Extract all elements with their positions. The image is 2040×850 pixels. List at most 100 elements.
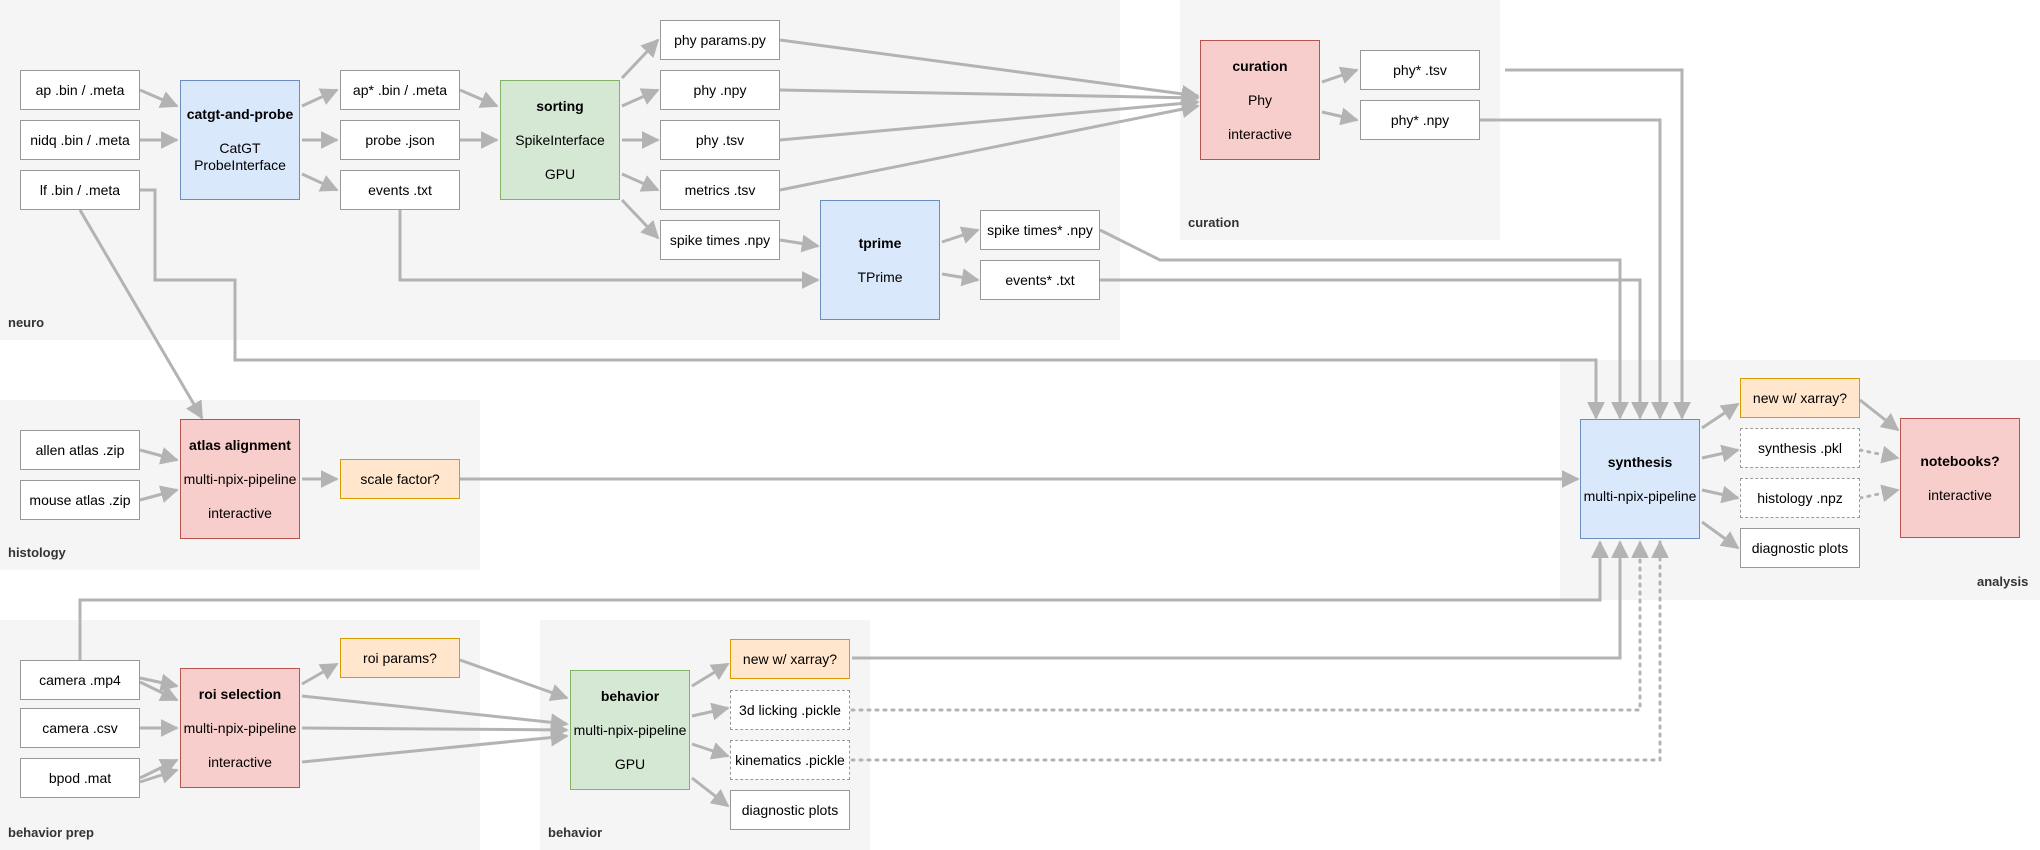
- edge-apstar-sorting: [459, 88, 499, 108]
- process-roi-line-1: multi-npix-pipeline: [183, 719, 297, 736]
- process-tprime-line-1: TPrime: [857, 268, 903, 285]
- edge-curation-phystartsv: [1321, 66, 1359, 84]
- group-label-behavior-prep: behavior prep: [8, 825, 94, 840]
- process-roi-line-2: interactive: [208, 753, 272, 770]
- file-events-star[interactable]: events* .txt: [980, 260, 1100, 300]
- file-phy-star-tsv[interactable]: phy* .tsv: [1360, 50, 1480, 90]
- file-camera-mp4[interactable]: camera .mp4: [20, 660, 140, 700]
- process-sorting-line-2: GPU: [544, 165, 576, 182]
- edge-metrics-curation: [779, 100, 1200, 192]
- file-new-xarray-analysis[interactable]: new w/ xarray?: [1740, 378, 1860, 418]
- edge-events-tprime: [398, 210, 820, 289]
- group-label-analysis: analysis: [1977, 574, 2029, 589]
- file-phy-tsv[interactable]: phy .tsv: [660, 120, 780, 160]
- file-phy-star-npy[interactable]: phy* .npy: [1360, 100, 1480, 140]
- group-label-behavior: behavior: [548, 825, 603, 840]
- file-spike-times-star[interactable]: spike times* .npy: [980, 210, 1100, 250]
- file-histology-npz[interactable]: histology .npz: [1740, 478, 1860, 518]
- edge-sorting-phynpy: [621, 88, 660, 108]
- edge-phyparams-curation: [779, 38, 1200, 103]
- file-bpod-mat[interactable]: bpod .mat: [20, 758, 140, 798]
- edge-spiketimes-tprime: [779, 234, 820, 253]
- file-spike-times-npy[interactable]: spike times .npy: [660, 220, 780, 260]
- edge-phystartsv-synthesis: [1505, 68, 1691, 420]
- file-nidq-bin[interactable]: nidq .bin / .meta: [20, 120, 140, 160]
- file-roi-params[interactable]: roi params?: [340, 638, 460, 678]
- process-behavior-line-2: GPU: [614, 755, 646, 772]
- process-roi-selection[interactable]: roi selection multi-npix-pipeline intera…: [180, 668, 300, 788]
- edge-curation-phystarnpy: [1321, 107, 1359, 126]
- edge-behavior-newxarray: [691, 662, 730, 688]
- process-sorting-title: sorting: [536, 97, 584, 114]
- process-atlas-alignment[interactable]: atlas alignment multi-npix-pipeline inte…: [180, 419, 300, 539]
- group-label-curation: curation: [1188, 215, 1240, 230]
- file-ap-star-bin[interactable]: ap* .bin / .meta: [340, 70, 460, 110]
- edge-spikestar-synthesis: [1099, 228, 1629, 420]
- file-metrics-tsv[interactable]: metrics .tsv: [660, 170, 780, 210]
- process-curation-line-2: interactive: [1228, 125, 1292, 142]
- file-new-xarray-behavior[interactable]: new w/ xarray?: [730, 639, 850, 679]
- edge-behavior-licking: [691, 702, 730, 721]
- edge-lf-atlas: [78, 209, 204, 420]
- process-curation-line-1: Phy: [1247, 91, 1273, 108]
- process-tprime[interactable]: tprime TPrime: [820, 200, 940, 320]
- edge-sorting-metrics: [621, 172, 660, 192]
- file-allen-atlas[interactable]: allen atlas .zip: [20, 430, 140, 470]
- process-behavior-line-1: multi-npix-pipeline: [573, 721, 687, 738]
- file-camera-csv[interactable]: camera .csv: [20, 708, 140, 748]
- edge-cameramp4-roi-2: [139, 680, 179, 702]
- file-kinematics-pickle[interactable]: kinematics .pickle: [730, 740, 850, 780]
- file-mouse-atlas[interactable]: mouse atlas .zip: [20, 480, 140, 520]
- edge-synthesis-newxarray: [1701, 402, 1740, 430]
- process-sorting[interactable]: sorting SpikeInterface GPU: [500, 80, 620, 200]
- process-curation[interactable]: curation Phy interactive: [1200, 40, 1320, 160]
- process-behavior[interactable]: behavior multi-npix-pipeline GPU: [570, 670, 690, 790]
- process-notebooks-title: notebooks?: [1920, 452, 2000, 469]
- edge-synthesis-diag: [1701, 520, 1740, 550]
- process-atlas-line-2: interactive: [208, 504, 272, 521]
- edge-eventsstar-synthesis: [1100, 278, 1649, 420]
- edge-cameramp4-roi: [139, 673, 179, 692]
- edge-synthesis-npz: [1701, 485, 1740, 504]
- edge-roi-behavior-3: [301, 728, 569, 764]
- edge-roi-roiparams: [301, 662, 339, 686]
- edge-allen-atlas: [139, 447, 179, 465]
- edge-synthesis-pkl: [1701, 444, 1740, 463]
- edge-ap-catgt: [139, 88, 179, 108]
- process-synthesis[interactable]: synthesis multi-npix-pipeline: [1580, 419, 1700, 539]
- edge-licking-synthesis: [850, 540, 1649, 712]
- file-phy-params[interactable]: phy params.py: [660, 20, 780, 60]
- file-ap-bin[interactable]: ap .bin / .meta: [20, 70, 140, 110]
- process-sorting-line-1: SpikeInterface: [515, 131, 605, 148]
- edge-lf-synthesis: [140, 188, 1605, 420]
- edge-phystarnpy-synthesis: [1480, 118, 1669, 420]
- process-roi-title: roi selection: [198, 685, 282, 702]
- file-phy-npy[interactable]: phy .npy: [660, 70, 780, 110]
- edge-phynpy-curation: [779, 88, 1200, 107]
- edge-pkl-notebooks: [1858, 445, 1900, 464]
- edge-newxarray-notebooks: [1859, 398, 1900, 432]
- file-diagnostic-plots-behavior[interactable]: diagnostic plots: [730, 790, 850, 830]
- edge-sorting-phyparams: [620, 38, 660, 80]
- edge-phytsv-curation: [779, 94, 1200, 142]
- process-atlas-line-1: multi-npix-pipeline: [183, 470, 297, 487]
- edge-catgt-apstar: [301, 88, 339, 108]
- file-diagnostic-plots-analysis[interactable]: diagnostic plots: [1740, 528, 1860, 568]
- file-events-txt[interactable]: events .txt: [340, 170, 460, 210]
- file-probe-json[interactable]: probe .json: [340, 120, 460, 160]
- file-scale-factor[interactable]: scale factor?: [340, 459, 460, 499]
- process-curation-title: curation: [1232, 57, 1288, 74]
- process-synthesis-line-1: multi-npix-pipeline: [1583, 487, 1697, 504]
- edge-roi-behavior-2: [301, 720, 569, 739]
- process-catgt-and-probe[interactable]: catgt-and-probe CatGT ProbeInterface: [180, 80, 300, 200]
- file-synthesis-pkl[interactable]: synthesis .pkl: [1740, 428, 1860, 468]
- process-notebooks[interactable]: notebooks? interactive: [1900, 418, 2020, 538]
- edge-sorting-spiketimes: [620, 198, 660, 240]
- edge-mouse-atlas: [139, 485, 179, 503]
- edge-tprime-spikestar: [941, 226, 980, 244]
- process-catgt-line-2: ProbeInterface: [194, 157, 286, 173]
- edge-behavior-diag: [691, 776, 730, 808]
- file-lf-bin[interactable]: lf .bin / .meta: [20, 170, 140, 210]
- file-3d-licking-pickle[interactable]: 3d licking .pickle: [730, 690, 850, 730]
